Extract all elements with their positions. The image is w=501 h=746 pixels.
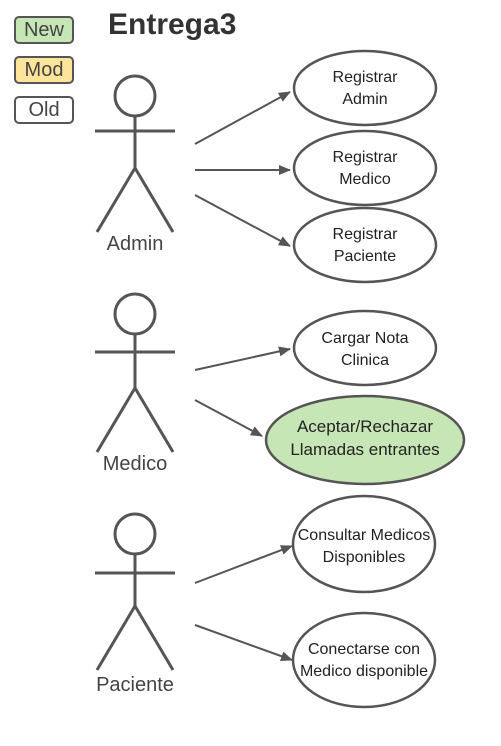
use-case-label-line1: Registrar <box>333 69 399 86</box>
use-case-label-line2: Llamadas entrantes <box>290 440 439 459</box>
use-case-registrar-paciente: Registrar Paciente <box>292 206 438 284</box>
legend-old-label: Old <box>28 98 60 121</box>
actor-admin-label: Admin <box>107 233 164 255</box>
actor-medico: Medico <box>95 292 175 475</box>
legend-new-label: New <box>23 18 64 41</box>
use-case-label-line2: Medico disponible <box>300 663 428 680</box>
arrow-admin-registrar-admin <box>194 91 291 145</box>
actor-admin: Admin <box>95 74 175 255</box>
use-case-label-line1: Registrar <box>333 226 399 243</box>
diagram-title: Entrega3 <box>108 8 237 41</box>
legend-mod: Mod <box>14 56 74 84</box>
use-case-label-line1: Conectarse con <box>308 641 420 658</box>
arrow-paciente-consultar <box>194 545 293 584</box>
legend-old: Old <box>14 96 74 124</box>
use-case-registrar-medico: Registrar Medico <box>292 129 438 207</box>
use-case-aceptar-rechazar-llamadas: Aceptar/Rechazar Llamadas entrantes <box>264 394 466 486</box>
legend-new: New <box>14 16 74 44</box>
use-case-consultar-medicos: Consultar Medicos Disponibles <box>291 494 437 594</box>
use-case-label-line2: Admin <box>342 91 387 108</box>
arrow-paciente-conectarse <box>194 624 293 661</box>
use-case-label-line2: Disponibles <box>323 549 406 566</box>
use-case-conectarse-medico: Conectarse con Medico disponible <box>291 611 437 709</box>
arrow-medico-cargar-nota <box>194 346 291 371</box>
legend-mod-label: Mod <box>24 58 64 81</box>
use-case-label-line2: Clinica <box>341 352 389 369</box>
use-case-label-line2: Medico <box>339 171 391 188</box>
use-case-cargar-nota-clinica: Cargar Nota Clinica <box>292 309 438 387</box>
use-case-label-line1: Registrar <box>333 149 399 166</box>
actor-medico-label: Medico <box>103 453 167 475</box>
actor-paciente-label: Paciente <box>96 674 174 696</box>
arrow-admin-registrar-paciente <box>194 194 291 247</box>
use-case-label-line1: Consultar Medicos <box>298 527 431 544</box>
actor-paciente: Paciente <box>95 512 175 696</box>
use-case-label-line1: Aceptar/Rechazar <box>297 417 433 436</box>
use-case-registrar-admin: Registrar Admin <box>292 49 438 127</box>
use-case-label-line1: Cargar Nota <box>321 330 408 347</box>
use-case-label-line2: Paciente <box>334 248 396 265</box>
arrow-medico-aceptar-rechazar <box>194 399 263 437</box>
